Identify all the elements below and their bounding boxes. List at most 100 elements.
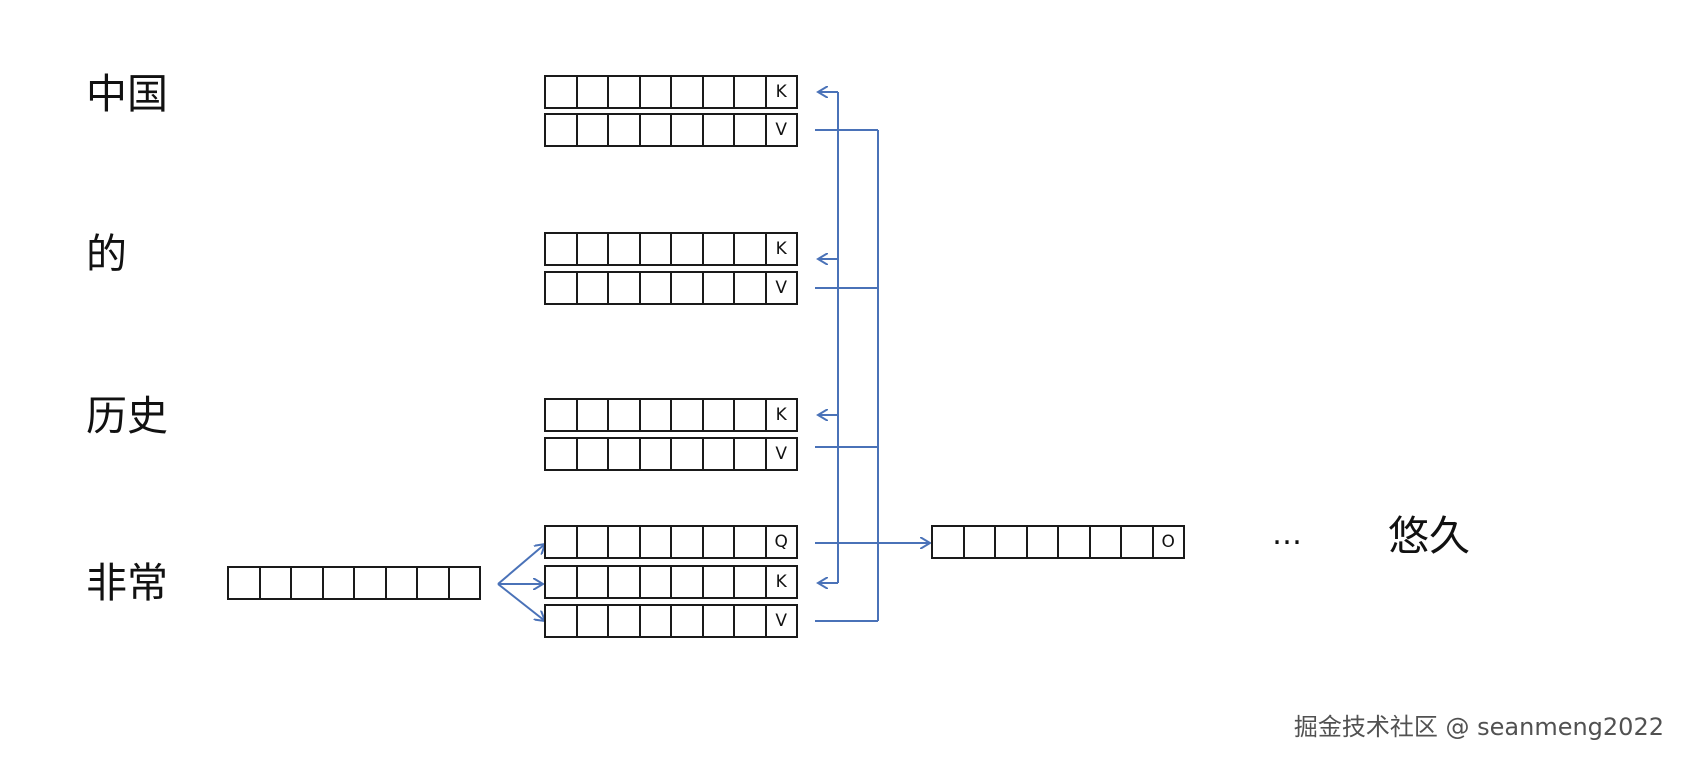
vector-cell xyxy=(544,271,578,305)
key-vector-3: K xyxy=(544,398,798,432)
vector-cell xyxy=(607,398,641,432)
vector-cell xyxy=(670,604,704,638)
output-label: O xyxy=(1151,525,1185,559)
vector-cell xyxy=(733,525,767,559)
vector-cell xyxy=(701,525,735,559)
vector-cell xyxy=(638,113,672,147)
vector-cell xyxy=(701,398,735,432)
query-vector-4: Q xyxy=(544,525,798,559)
vector-cell xyxy=(607,75,641,109)
vector-cell xyxy=(733,437,767,471)
vector-cell xyxy=(670,232,704,266)
watermark: 掘金技术社区 @ seanmeng2022 xyxy=(1293,713,1664,741)
vector-cell xyxy=(544,437,578,471)
vector-cell xyxy=(544,113,578,147)
vector-cell xyxy=(733,232,767,266)
query-label: Q xyxy=(764,525,798,559)
vector-cell xyxy=(607,232,641,266)
vector-cell xyxy=(638,271,672,305)
vector-cell xyxy=(607,565,641,599)
key-label: K xyxy=(764,565,798,599)
vector-cell xyxy=(701,271,735,305)
word-feichang: 非常 xyxy=(86,559,168,607)
value-vector-3: V xyxy=(544,437,798,471)
vector-cell xyxy=(1057,525,1091,559)
key-vector-2: K xyxy=(544,232,798,266)
vector-cell xyxy=(575,437,609,471)
vector-cell xyxy=(575,565,609,599)
vector-cell xyxy=(416,566,450,600)
vector-cell xyxy=(384,566,418,600)
value-label: V xyxy=(764,437,798,471)
vector-cell xyxy=(670,271,704,305)
vector-cell xyxy=(670,437,704,471)
vector-cell xyxy=(670,565,704,599)
vector-cell xyxy=(544,525,578,559)
arrow-input-to-v xyxy=(497,583,545,621)
vector-cell xyxy=(353,566,387,600)
vector-cell xyxy=(575,398,609,432)
vector-cell xyxy=(701,113,735,147)
vector-cell xyxy=(638,75,672,109)
vector-cell xyxy=(701,232,735,266)
vector-cell xyxy=(701,565,735,599)
vector-cell xyxy=(638,232,672,266)
vector-cell xyxy=(607,113,641,147)
vector-cell xyxy=(321,566,355,600)
vector-cell xyxy=(1120,525,1154,559)
output-vector: O xyxy=(931,525,1185,559)
vector-cell xyxy=(733,75,767,109)
word-zhongguo: 中国 xyxy=(86,70,168,118)
vector-cell xyxy=(670,75,704,109)
vector-cell xyxy=(607,604,641,638)
value-label: V xyxy=(764,271,798,305)
vector-cell xyxy=(733,565,767,599)
vector-cell xyxy=(670,398,704,432)
arrow-input-to-q xyxy=(497,544,545,585)
vector-cell xyxy=(290,566,324,600)
key-label: K xyxy=(764,232,798,266)
word-de: 的 xyxy=(86,230,127,278)
key-vector-4: K xyxy=(544,565,798,599)
vector-cell xyxy=(258,566,292,600)
vector-cell xyxy=(544,75,578,109)
vector-cell xyxy=(607,525,641,559)
vector-cell xyxy=(701,437,735,471)
vector-cell xyxy=(575,604,609,638)
key-label: K xyxy=(764,75,798,109)
word-lishi: 历史 xyxy=(86,392,168,440)
vector-cell xyxy=(447,566,481,600)
vector-cell xyxy=(733,271,767,305)
vector-cell xyxy=(638,525,672,559)
vector-cell xyxy=(575,113,609,147)
vector-cell xyxy=(575,525,609,559)
value-vector-2: V xyxy=(544,271,798,305)
vector-cell xyxy=(638,398,672,432)
vector-cell xyxy=(994,525,1028,559)
vector-cell xyxy=(931,525,965,559)
vector-cell xyxy=(701,604,735,638)
vector-cell xyxy=(607,437,641,471)
vector-cell xyxy=(544,232,578,266)
vector-cell xyxy=(638,437,672,471)
word-youjiu: 悠久 xyxy=(1388,512,1470,560)
vector-cell xyxy=(544,398,578,432)
vector-cell xyxy=(575,271,609,305)
vector-cell xyxy=(1025,525,1059,559)
value-label: V xyxy=(764,113,798,147)
key-vector-1: K xyxy=(544,75,798,109)
key-label: K xyxy=(764,398,798,432)
vector-cell xyxy=(701,75,735,109)
input-embedding-vector xyxy=(227,566,481,600)
vector-cell xyxy=(544,565,578,599)
vector-cell xyxy=(638,565,672,599)
vector-cell xyxy=(670,113,704,147)
value-label: V xyxy=(764,604,798,638)
vector-cell xyxy=(227,566,261,600)
value-vector-1: V xyxy=(544,113,798,147)
vector-cell xyxy=(670,525,704,559)
vector-cell xyxy=(638,604,672,638)
vector-cell xyxy=(607,271,641,305)
vector-cell xyxy=(733,604,767,638)
